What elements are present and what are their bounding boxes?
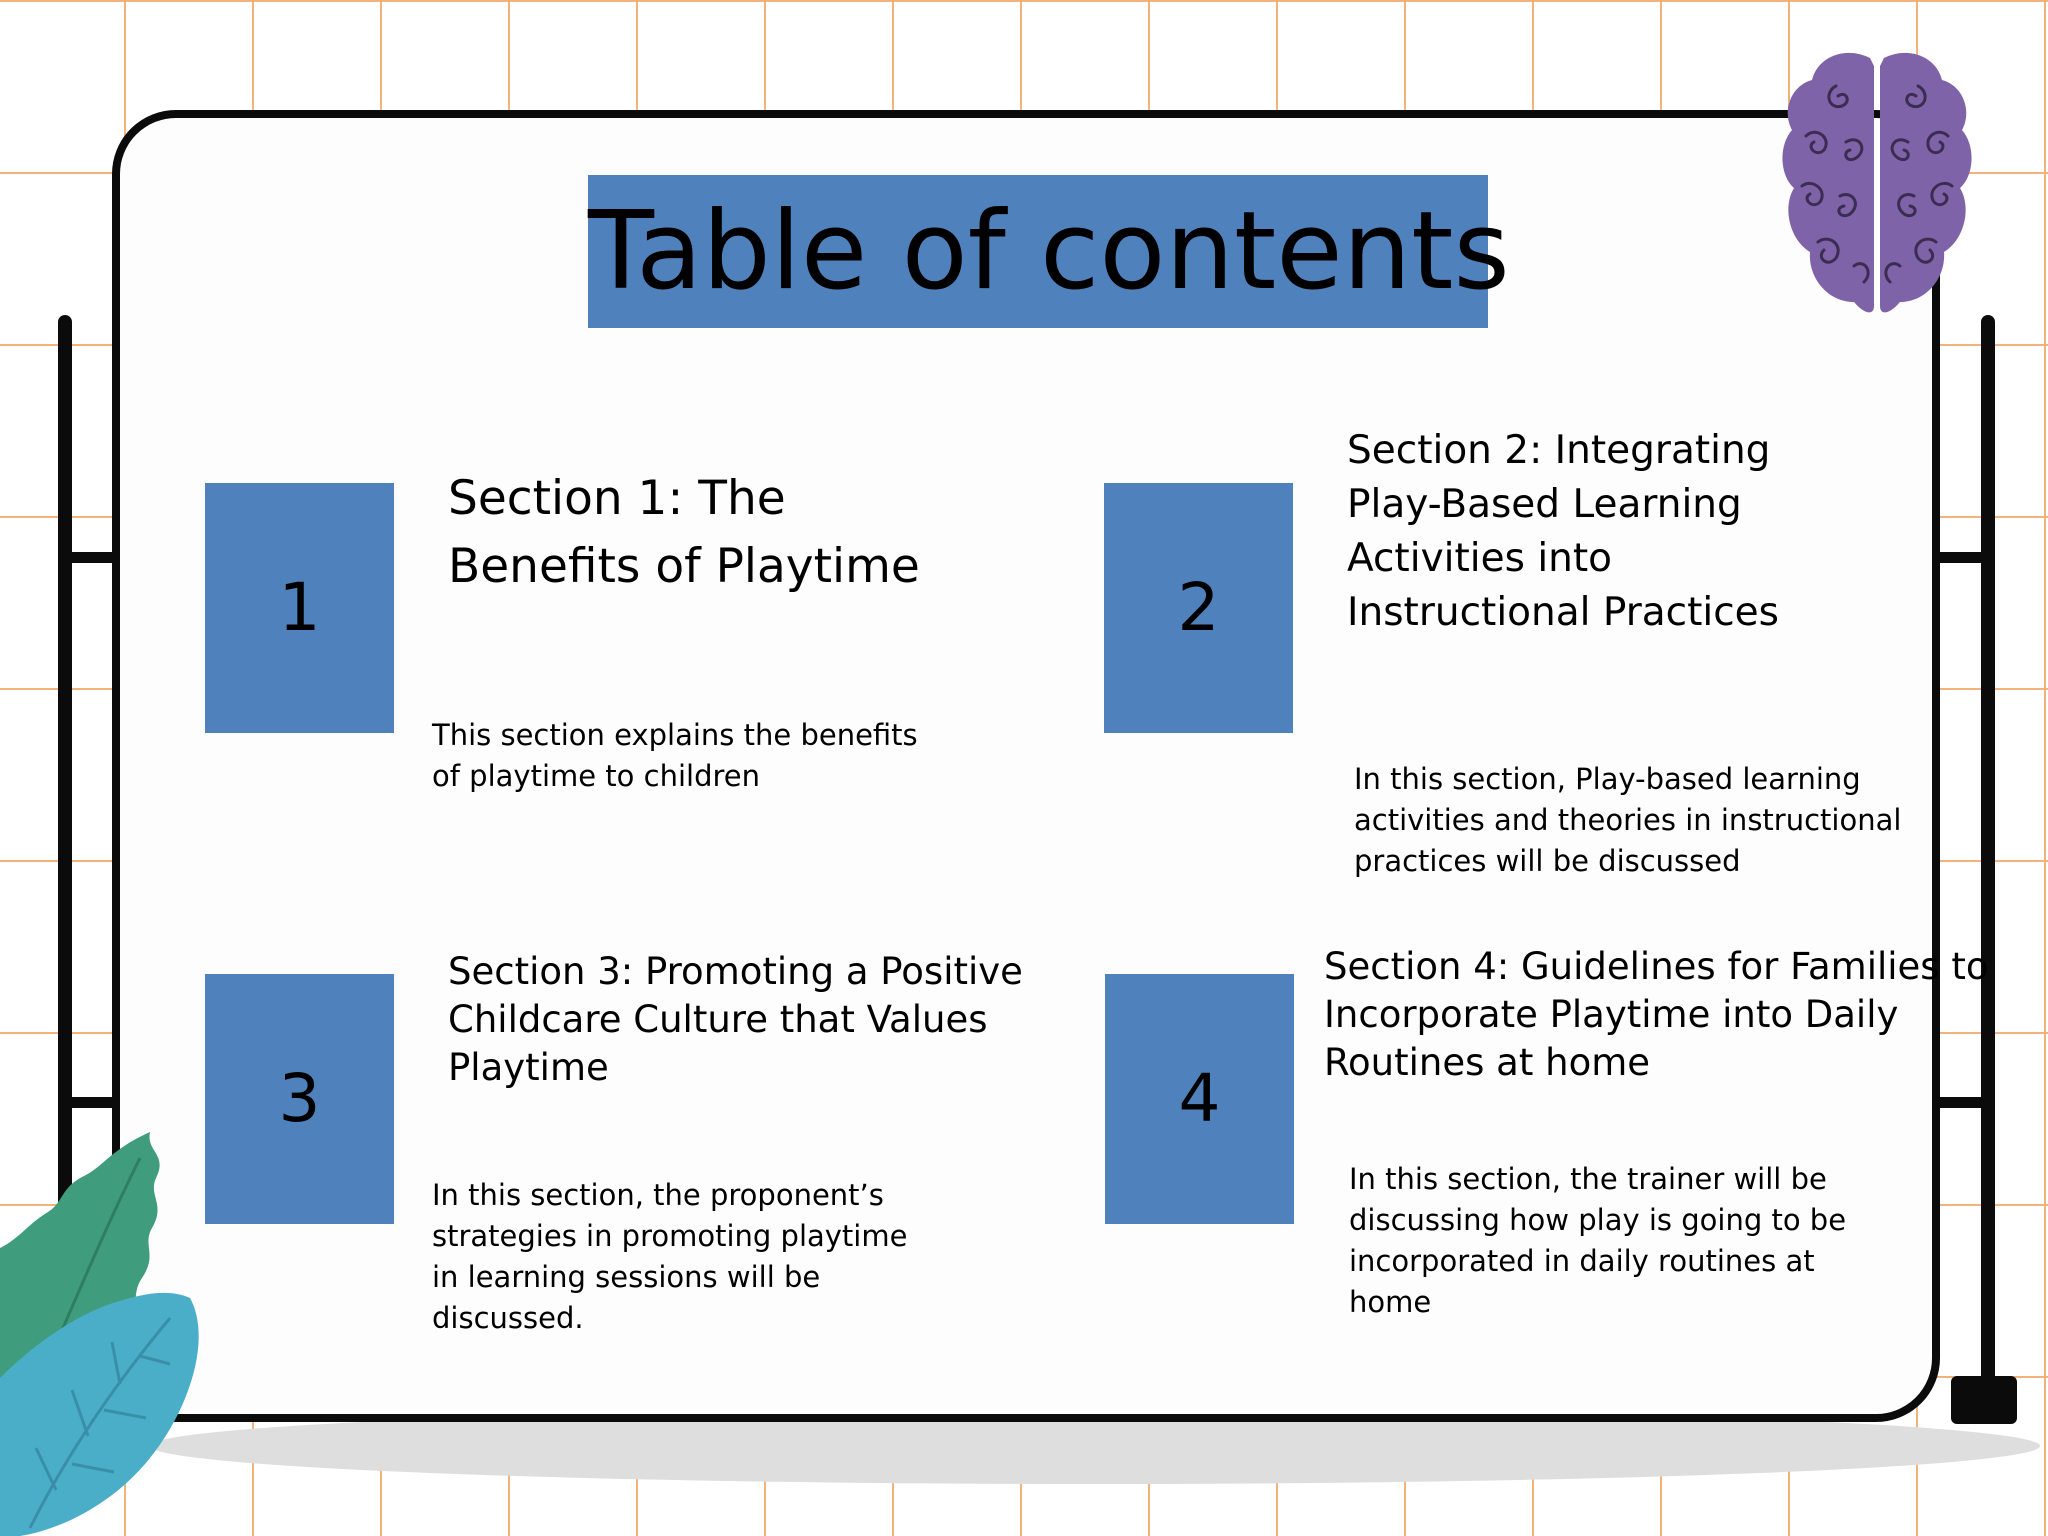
section-4-description-line: discussing how play is going to be xyxy=(1349,1203,1847,1237)
section-4-heading-line: Routines at home xyxy=(1324,1041,1651,1084)
section-2-heading-line: Activities into xyxy=(1347,536,1613,581)
section-3-heading: Section 3: Promoting a Positive Childcar… xyxy=(448,948,1023,1092)
leaf-icon xyxy=(0,1132,199,1536)
section-2-heading-line: Play-Based Learning xyxy=(1347,482,1742,527)
section-3-description-line: discussed. xyxy=(432,1301,584,1335)
section-4-heading: Section 4: Guidelines for Families to In… xyxy=(1324,943,1988,1087)
section-2-heading-line: Instructional Practices xyxy=(1347,590,1779,635)
section-2-number-box: 2 xyxy=(1104,483,1293,733)
section-3-description: In this section, the proponent’s strateg… xyxy=(432,1175,907,1339)
section-3-heading-line: Section 3: Promoting a Positive xyxy=(448,950,1023,993)
section-1-description: This section explains the benefits of pl… xyxy=(432,715,918,797)
section-3-heading-line: Childcare Culture that Values xyxy=(448,998,988,1041)
section-1-description-line: This section explains the benefits xyxy=(432,718,918,752)
section-3-heading-line: Playtime xyxy=(448,1046,609,1089)
stand-bar-right-upper xyxy=(1935,552,1995,563)
section-4-description-line: home xyxy=(1349,1285,1432,1319)
section-2-description-line: activities and theories in instructional xyxy=(1354,803,1902,837)
stand-foot-right xyxy=(1951,1376,2017,1424)
section-4-heading-line: Incorporate Playtime into Daily xyxy=(1324,993,1899,1036)
section-2-heading-line: Section 2: Integrating xyxy=(1347,428,1771,473)
stand-bar-right-lower xyxy=(1935,1097,1995,1108)
section-3-description-line: in learning sessions will be xyxy=(432,1260,821,1294)
section-2-description-line: In this section, Play-based learning xyxy=(1354,762,1861,796)
section-4-description-line: In this section, the trainer will be xyxy=(1349,1162,1827,1196)
page-title: Table of contents xyxy=(588,175,1510,328)
section-2-description: In this section, Play-based learning act… xyxy=(1354,759,1901,882)
section-1-heading-line: Section 1: The xyxy=(448,471,786,526)
section-4-description: In this section, the trainer will be dis… xyxy=(1349,1159,1846,1323)
section-3-number-box: 3 xyxy=(205,974,394,1224)
section-2-description-line: practices will be discussed xyxy=(1354,844,1741,878)
stand-bar-left-lower xyxy=(58,1097,120,1108)
section-4-heading-line: Section 4: Guidelines for Families to xyxy=(1324,945,1989,988)
section-1-heading: Section 1: The Benefits of Playtime xyxy=(448,465,920,601)
section-1-description-line: of playtime to children xyxy=(432,759,760,793)
section-1-heading-line: Benefits of Playtime xyxy=(448,539,920,594)
section-4-number-box: 4 xyxy=(1105,974,1294,1224)
section-2-heading: Section 2: Integrating Play-Based Learni… xyxy=(1347,424,1779,640)
section-3-description-line: strategies in promoting playtime xyxy=(432,1219,908,1253)
stand-pole-right xyxy=(1981,315,1995,1415)
section-1-number-box: 1 xyxy=(205,483,394,733)
brain-icon xyxy=(1782,52,1972,313)
section-3-description-line: In this section, the proponent’s xyxy=(432,1178,884,1212)
stand-pole-left xyxy=(58,315,72,1425)
stand-bar-left-upper xyxy=(58,552,120,563)
section-4-description-line: incorporated in daily routines at xyxy=(1349,1244,1815,1278)
whiteboard xyxy=(112,110,1940,1422)
